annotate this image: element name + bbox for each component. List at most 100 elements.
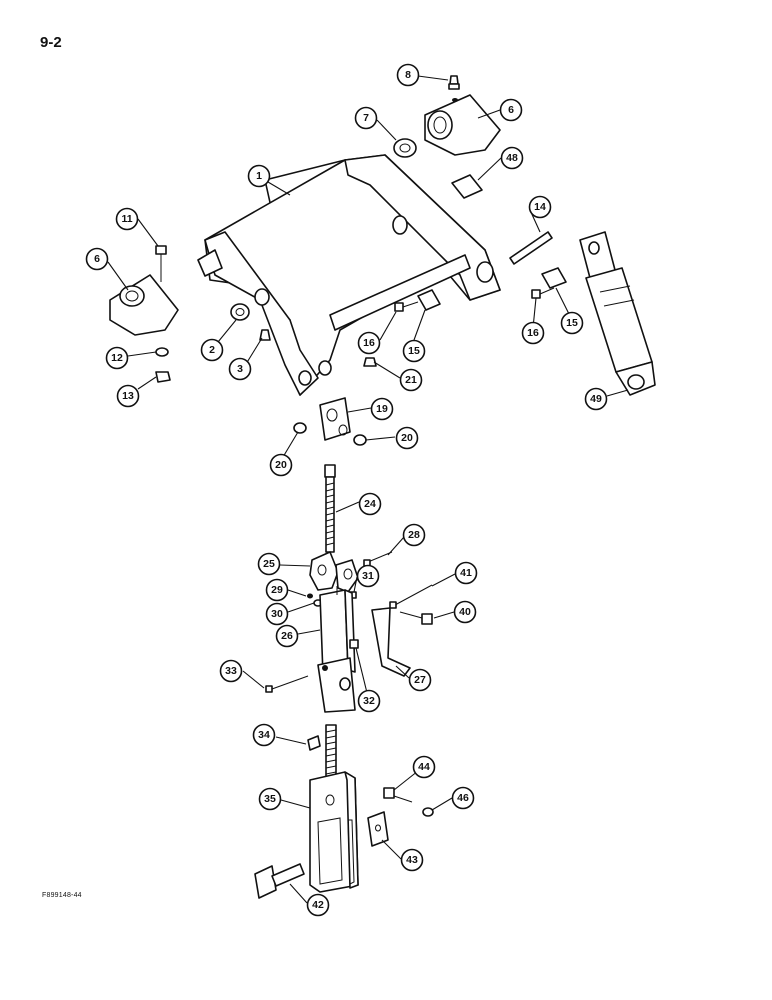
- pin-14-part: [509, 231, 553, 265]
- screw-32-part: [349, 639, 359, 649]
- svg-text:6: 6: [94, 253, 100, 265]
- svg-text:40: 40: [459, 606, 471, 618]
- svg-text:1: 1: [256, 170, 262, 182]
- svg-text:46: 46: [457, 792, 469, 804]
- callout: 30: [265, 602, 289, 626]
- svg-text:28: 28: [408, 529, 420, 541]
- callout: 42: [306, 893, 330, 917]
- callout: 41: [454, 561, 478, 585]
- washer-12-part: [155, 347, 169, 357]
- svg-text:2: 2: [209, 344, 215, 356]
- bushing-20-right-part: [353, 434, 367, 446]
- threaded-rod-part: [324, 464, 336, 553]
- callout: 16: [521, 321, 545, 345]
- lift-frame-part: [197, 154, 501, 396]
- callout: 20: [395, 426, 419, 450]
- svg-text:25: 25: [263, 558, 275, 570]
- slide-block-part: [309, 771, 359, 893]
- svg-text:27: 27: [414, 674, 426, 686]
- svg-text:16: 16: [363, 337, 375, 349]
- callout: 11: [115, 207, 139, 231]
- callout: 20: [269, 453, 293, 477]
- callout: 33: [219, 659, 243, 683]
- svg-text:41: 41: [460, 567, 472, 579]
- bracket-27-part: [371, 607, 411, 677]
- bolt-11-part: [155, 245, 167, 282]
- callout: 40: [453, 600, 477, 624]
- bearing-block-left-part: [109, 274, 179, 336]
- nut-29-part: [307, 593, 313, 599]
- callout: 16: [357, 331, 381, 355]
- svg-text:29: 29: [271, 584, 283, 596]
- callout: 29: [265, 578, 289, 602]
- callout: 27: [408, 668, 432, 692]
- callout: 15: [402, 339, 426, 363]
- callout: 43: [400, 848, 424, 872]
- bolt-16-left-part: [394, 301, 419, 312]
- bushing-top-part: [393, 138, 417, 158]
- svg-text:26: 26: [281, 630, 293, 642]
- figure-code: F899148-44: [42, 892, 82, 899]
- callout: 15: [560, 311, 584, 335]
- svg-text:32: 32: [363, 695, 375, 707]
- yoke-part: [309, 551, 359, 593]
- callout: 6: [499, 98, 523, 122]
- svg-text:19: 19: [376, 403, 388, 415]
- callout: 6: [85, 247, 109, 271]
- svg-text:16: 16: [527, 327, 539, 339]
- grease-fitting-21-part: [363, 357, 377, 367]
- svg-text:49: 49: [590, 393, 602, 405]
- callout: 34: [252, 723, 276, 747]
- callout: 2: [200, 338, 224, 362]
- plate-43-part: [367, 811, 389, 847]
- svg-text:6: 6: [508, 104, 514, 116]
- callout: 1: [247, 164, 271, 188]
- svg-text:43: 43: [406, 854, 418, 866]
- callout: 3: [228, 357, 252, 381]
- callout: 24: [358, 492, 382, 516]
- callout: 25: [257, 552, 281, 576]
- callout: 8: [396, 63, 420, 87]
- plate-15-left-part: [417, 289, 441, 311]
- pin-34-part: [307, 735, 321, 751]
- bearing-block-right-part: [424, 94, 501, 156]
- callout: 21: [399, 368, 423, 392]
- svg-text:11: 11: [121, 213, 132, 225]
- svg-text:42: 42: [312, 899, 324, 911]
- svg-text:15: 15: [408, 345, 420, 357]
- callout: 7: [354, 106, 378, 130]
- callout: 44: [412, 755, 436, 779]
- callout: 19: [370, 397, 394, 421]
- svg-text:3: 3: [237, 363, 243, 375]
- nut-46-part: [422, 807, 434, 817]
- svg-text:48: 48: [506, 152, 518, 164]
- callout: 14: [528, 195, 552, 219]
- svg-text:24: 24: [364, 498, 376, 510]
- svg-text:44: 44: [418, 761, 430, 773]
- pin-48-part: [451, 174, 483, 199]
- svg-text:33: 33: [225, 665, 237, 677]
- svg-text:7: 7: [363, 112, 369, 124]
- svg-text:20: 20: [275, 459, 287, 471]
- callout: 35: [258, 787, 282, 811]
- nut-13-part: [155, 371, 171, 383]
- plate-15-right-part: [541, 267, 567, 289]
- bushing-2-part: [230, 303, 250, 321]
- svg-text:13: 13: [122, 390, 134, 402]
- bolt-16-right-part: [531, 287, 555, 299]
- page-number: 9-2: [40, 34, 62, 51]
- bolt-40-part: [399, 611, 433, 625]
- screw-33-part: [265, 675, 309, 693]
- callout: 48: [500, 146, 524, 170]
- bushing-20-left-part: [293, 422, 307, 434]
- callout: 28: [402, 523, 426, 547]
- callout: 49: [584, 387, 608, 411]
- pin-41-part: [389, 584, 433, 609]
- svg-text:30: 30: [271, 608, 283, 620]
- svg-text:31: 31: [362, 570, 374, 582]
- grease-fitting-part: [448, 75, 460, 90]
- hydraulic-cylinder-part: [579, 231, 656, 396]
- callout: 32: [357, 689, 381, 713]
- svg-text:21: 21: [405, 374, 417, 386]
